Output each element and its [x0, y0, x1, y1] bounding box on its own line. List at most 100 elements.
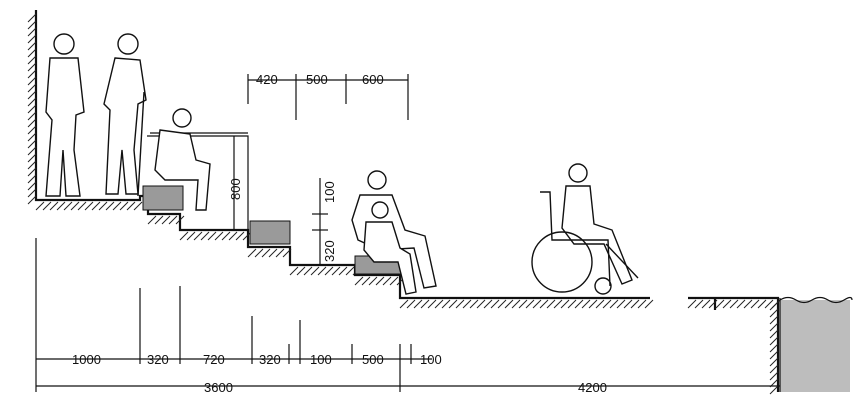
hatch-mark	[268, 248, 278, 258]
hatch-mark	[27, 160, 37, 170]
hatch-mark	[27, 41, 37, 51]
hatch-mark	[427, 299, 437, 309]
hatch-mark	[630, 299, 640, 309]
hatch-mark	[345, 266, 355, 276]
hatch-mark	[769, 357, 779, 367]
hatch-mark	[715, 299, 725, 309]
hatch-mark	[49, 201, 59, 211]
dim-top-3: 600	[362, 72, 384, 87]
hatch-mark	[581, 299, 591, 309]
stone-block	[142, 185, 184, 211]
hatch-mark	[200, 231, 210, 241]
hatch-mark	[743, 299, 753, 309]
hatch-mark	[27, 55, 37, 65]
dim-total-right: 4200	[578, 380, 607, 395]
hatch-mark	[769, 301, 779, 311]
hatch-mark	[694, 299, 704, 309]
hatch-mark	[214, 231, 224, 241]
hatch-mark	[595, 299, 605, 309]
hatch-mark	[126, 201, 136, 211]
hatch-mark	[532, 299, 542, 309]
hatch-mark	[119, 201, 129, 211]
hatch-mark	[27, 83, 37, 93]
hatch-mark	[769, 371, 779, 381]
water-pool-icon	[779, 296, 853, 392]
hatch-mark	[207, 231, 217, 241]
hatch-mark	[27, 146, 37, 156]
hatch-mark	[769, 343, 779, 353]
hatch-mark	[399, 299, 409, 309]
hatch-mark	[27, 34, 37, 44]
hatch-mark	[769, 350, 779, 360]
dim-bottom-1: 1000	[72, 352, 101, 367]
hatch-mark	[708, 299, 718, 309]
hatch-mark	[736, 299, 746, 309]
hatch-mark	[434, 299, 444, 309]
hatch-mark	[27, 27, 37, 37]
hatch-mark	[764, 299, 774, 309]
hatch-mark	[63, 201, 73, 211]
hatch-mark	[539, 299, 549, 309]
hatch-mark	[282, 248, 292, 258]
hatch-mark	[56, 201, 66, 211]
hatch-mark	[338, 266, 348, 276]
hatch-mark	[750, 299, 760, 309]
hatch-mark	[382, 276, 392, 286]
hatch-mark	[35, 201, 45, 211]
hatch-mark	[27, 97, 37, 107]
top-dimension-chain: 420 500 600	[247, 72, 409, 120]
hatch-mark	[769, 364, 779, 374]
hatch-mark	[27, 90, 37, 100]
hatch-mark	[303, 266, 313, 276]
hatch-mark	[27, 13, 37, 23]
hatch-mark	[27, 139, 37, 149]
hatch-mark	[389, 276, 399, 286]
dim-bottom-3: 720	[203, 352, 225, 367]
hatch-mark	[497, 299, 507, 309]
dim-bottom-5: 100	[310, 352, 332, 367]
hatch-mark	[27, 111, 37, 121]
hatch-mark	[757, 299, 767, 309]
hatch-mark	[275, 248, 285, 258]
hatch-mark	[769, 329, 779, 339]
hatch-mark	[221, 231, 231, 241]
hatch-mark	[722, 299, 732, 309]
hatch-mark	[546, 299, 556, 309]
hatch-mark	[98, 201, 108, 211]
hatch-mark	[729, 299, 739, 309]
hatch-mark	[133, 201, 143, 211]
hatch-mark	[560, 299, 570, 309]
hatch-mark	[553, 299, 563, 309]
dim-bottom-2: 320	[147, 352, 169, 367]
hatch-mark	[324, 266, 334, 276]
dim-top-2: 500	[306, 72, 328, 87]
hatch-mark	[701, 299, 711, 309]
hatch-mark	[567, 299, 577, 309]
hatch-mark	[27, 48, 37, 58]
hatch-mark	[261, 248, 271, 258]
hatch-mark	[186, 231, 196, 241]
dim-bottom-7: 100	[420, 352, 442, 367]
hatch-mark	[769, 315, 779, 325]
hatch-mark	[27, 167, 37, 177]
hatch-mark	[147, 215, 157, 225]
hatch-mark	[420, 299, 430, 309]
hatch-mark	[235, 231, 245, 241]
hatch-mark	[84, 201, 94, 211]
hatch-mark	[455, 299, 465, 309]
hatch-mark	[448, 299, 458, 309]
hatch-mark	[27, 69, 37, 79]
hatch-mark	[27, 153, 37, 163]
hatch-mark	[27, 125, 37, 135]
hatch-mark	[490, 299, 500, 309]
hatch-mark	[193, 231, 203, 241]
hatch-mark	[27, 104, 37, 114]
hatch-mark	[375, 276, 385, 286]
dim-bottom-4: 320	[259, 352, 281, 367]
person-with-cane-icon	[103, 33, 147, 197]
hatch-mark	[179, 231, 189, 241]
hatch-mark	[769, 322, 779, 332]
seated-pair-icon	[351, 170, 437, 295]
